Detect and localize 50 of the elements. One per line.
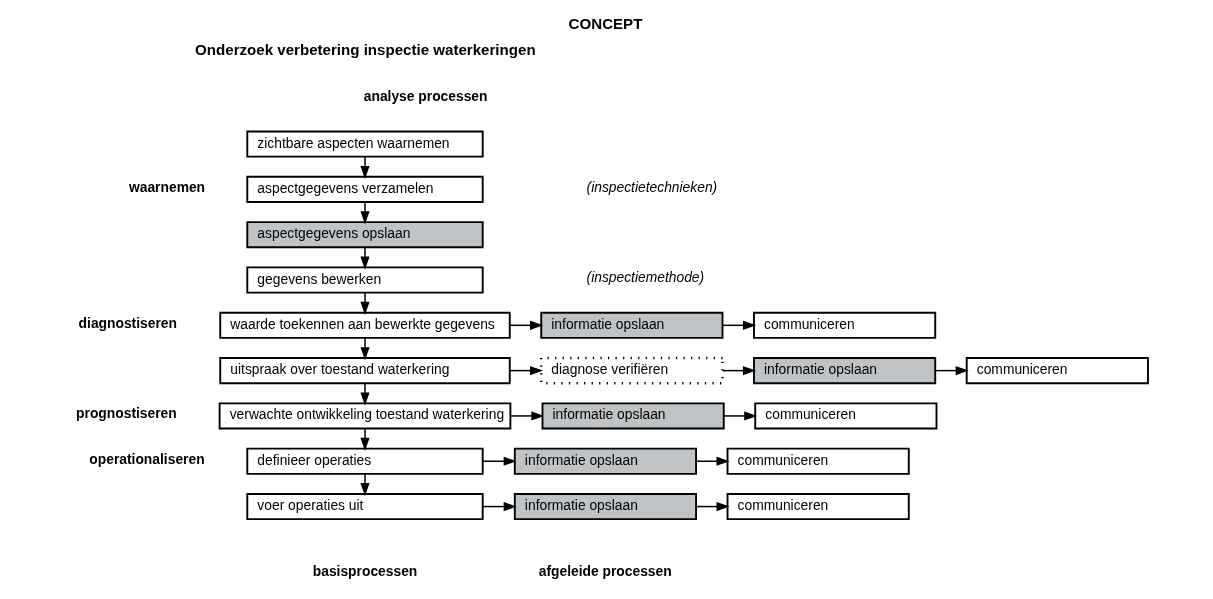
node-box: gegevens bewerken bbox=[245, 266, 484, 294]
node-box: definieer operaties bbox=[245, 447, 484, 475]
arrow bbox=[722, 411, 757, 421]
node-box: zichtbare aspecten waarnemen bbox=[245, 130, 484, 158]
node-box: verwachte ontwikkeling toestand waterkering bbox=[218, 402, 511, 430]
node-box: diagnose verifiëren bbox=[539, 356, 724, 385]
label: analyse processen bbox=[363, 87, 487, 104]
arrow bbox=[721, 366, 756, 376]
label: prognostiseren bbox=[75, 405, 177, 422]
arrow bbox=[359, 382, 370, 406]
node-box: aspectgegevens verzamelen bbox=[245, 175, 484, 203]
label: (inspectiemethode) bbox=[586, 269, 704, 286]
node-box: communiceren bbox=[753, 402, 937, 430]
node-box: communiceren bbox=[726, 447, 910, 475]
label: waarnemen bbox=[128, 178, 205, 195]
node-box: uitspraak over toestand waterkering bbox=[218, 357, 511, 385]
arrow bbox=[481, 456, 517, 466]
node-box: communiceren bbox=[752, 311, 936, 339]
node-box: aspectgegevens opslaan bbox=[245, 221, 484, 249]
node-box: informatie opslaan bbox=[513, 493, 697, 521]
arrow bbox=[359, 201, 370, 225]
arrow bbox=[359, 156, 370, 179]
node-box: communiceren bbox=[965, 357, 1149, 385]
arrow bbox=[695, 502, 730, 512]
arrow bbox=[508, 366, 543, 376]
node-box: waarde toekennen aan bewerkte gegevens bbox=[218, 311, 511, 339]
arrow bbox=[934, 366, 969, 376]
label: (inspectietechnieken) bbox=[586, 178, 717, 195]
node-box: informatie opslaan bbox=[541, 402, 725, 430]
label: basisprocessen bbox=[312, 562, 417, 579]
arrow bbox=[695, 456, 730, 466]
diagram-title: CONCEPT bbox=[568, 14, 642, 32]
label: diagnostiseren bbox=[78, 314, 177, 331]
arrow bbox=[359, 428, 370, 451]
arrow bbox=[721, 320, 756, 330]
label: operationaliseren bbox=[88, 450, 205, 467]
arrow bbox=[509, 411, 544, 421]
arrow bbox=[508, 320, 543, 330]
arrow bbox=[359, 246, 370, 270]
node-box: informatie opslaan bbox=[513, 447, 697, 475]
node-box: informatie opslaan bbox=[752, 357, 936, 385]
label: Onderzoek verbetering inspectie waterkeringen bbox=[194, 41, 536, 59]
arrow bbox=[359, 473, 370, 497]
node-box: informatie opslaan bbox=[539, 311, 723, 339]
arrow bbox=[359, 292, 370, 315]
node-box: communiceren bbox=[726, 493, 910, 521]
node-box: voer operaties uit bbox=[245, 493, 484, 521]
arrow bbox=[359, 337, 370, 361]
arrow bbox=[481, 502, 517, 512]
label: afgeleide processen bbox=[538, 562, 672, 579]
